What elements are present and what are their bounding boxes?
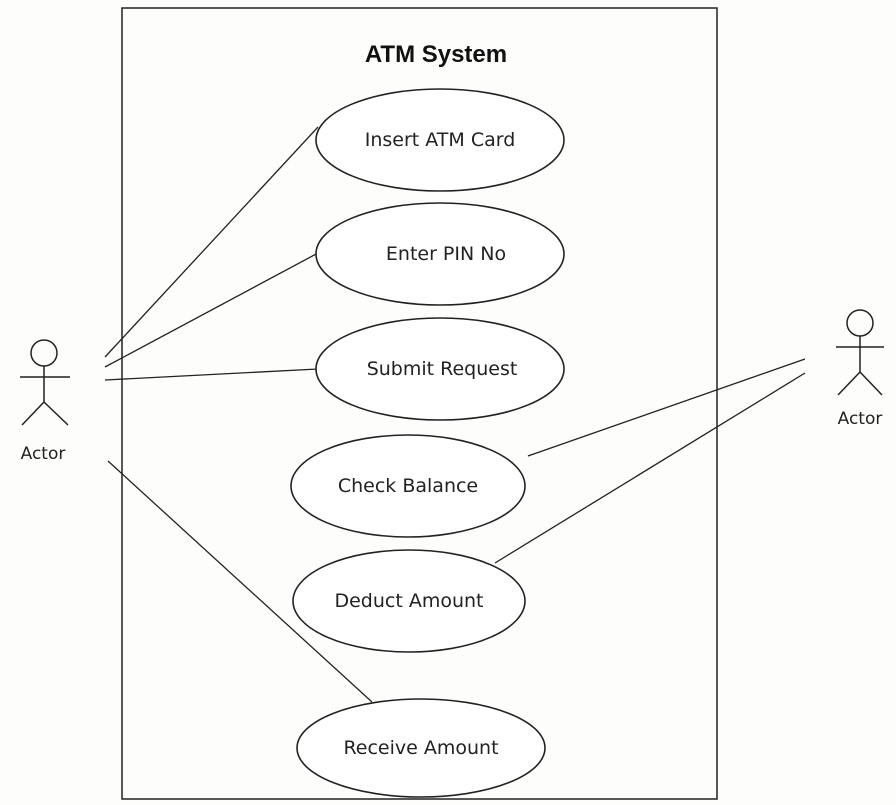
use-case-insert-atm-card: Insert ATM Card: [315, 88, 565, 192]
association-left-receive: [107, 460, 373, 703]
association-right-deduct: [494, 372, 806, 564]
association-left-insert: [104, 126, 319, 358]
use-case-label: Check Balance: [338, 475, 478, 497]
actor-right-label: Actor: [838, 409, 883, 429]
actor-head-icon: [30, 339, 58, 367]
actor-head-icon: [846, 309, 874, 337]
use-case-label: Enter PIN No: [386, 243, 506, 265]
use-case-label: Submit Request: [367, 358, 518, 380]
use-case-receive-amount: Receive Amount: [296, 698, 546, 798]
actor-left: [20, 339, 70, 426]
use-case-label: Receive Amount: [343, 737, 498, 759]
use-case-enter-pin-no: Enter PIN No: [315, 202, 565, 306]
association-right-balance: [527, 358, 806, 457]
use-case-label: Deduct Amount: [334, 590, 483, 612]
use-case-check-balance: Check Balance: [290, 434, 526, 538]
association-left-pin: [104, 252, 319, 368]
association-left-submit: [104, 368, 319, 381]
system-boundary: [121, 7, 718, 800]
actor-left-label: Actor: [21, 444, 66, 464]
system-title: ATM System: [365, 41, 507, 68]
actor-right: [836, 309, 884, 396]
use-case-label: Insert ATM Card: [365, 129, 516, 151]
use-case-deduct-amount: Deduct Amount: [292, 549, 526, 653]
use-case-submit-request: Submit Request: [315, 317, 565, 421]
